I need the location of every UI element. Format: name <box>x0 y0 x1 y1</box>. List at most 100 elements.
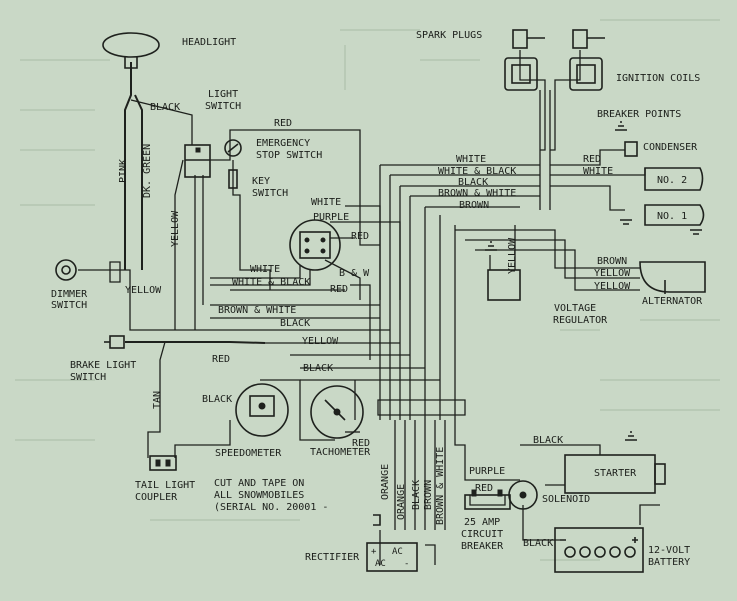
wire-yellow-ls: YELLOW <box>170 210 181 247</box>
wire-yellow-alt1: YELLOW <box>594 268 631 279</box>
points-no2 <box>644 167 704 191</box>
tachometer <box>310 385 364 439</box>
rectifier-ac-1: AC <box>392 547 403 557</box>
brake-light-switch <box>104 335 125 349</box>
cut-tape-note-1: CUT AND TAPE ON <box>214 478 304 489</box>
battery-label-2: BATTERY <box>648 557 690 568</box>
solenoid <box>508 480 538 510</box>
headlight-label: HEADLIGHT <box>182 37 236 48</box>
circuit-breaker <box>464 489 511 510</box>
wire-white-top: WHITE <box>456 154 486 165</box>
wire-white-bp: WHITE <box>583 166 613 177</box>
breaker-points <box>615 121 638 157</box>
rectifier-plus: + <box>371 547 377 557</box>
wire-brown-top: BROWN <box>459 200 489 211</box>
wire-purple-sol: PURPLE <box>469 466 505 477</box>
wire-white-black-lower: WHITE & BLACK <box>232 277 310 288</box>
ignition-coils-label: IGNITION COILS <box>616 73 700 84</box>
emergency-stop-switch <box>224 139 242 189</box>
circuit-breaker-label-2: CIRCUIT <box>461 529 503 540</box>
emergency-stop-label-1: EMERGENCY <box>256 138 310 149</box>
wire-dk-green: DK. GREEN <box>142 144 153 198</box>
circuit-breaker-label-1: 25 AMP <box>464 517 500 528</box>
wire-yellow-vr: YELLOW <box>507 237 518 274</box>
wire-pink: PINK <box>118 159 129 183</box>
dimmer-switch <box>55 259 77 281</box>
rectifier-label: RECTIFIER <box>305 552 360 563</box>
rectifier-ac-2: AC <box>375 559 386 569</box>
key-switch-label-2: SWITCH <box>252 188 288 199</box>
tail-light-coupler <box>149 455 177 471</box>
wire-labels: BLACK PINK DK. GREEN YELLOW YELLOW RED W… <box>118 102 631 549</box>
wire-black-starter: BLACK <box>533 435 563 446</box>
background-ghost-lines <box>15 19 720 561</box>
tail-light-label-2: COUPLER <box>135 492 178 503</box>
wire-yellow-alt2: YELLOW <box>594 281 631 292</box>
wire-white-lower: WHITE <box>250 264 280 275</box>
starter-label: STARTER <box>594 468 637 479</box>
starter <box>564 431 666 494</box>
wire-black-headlight: BLACK <box>150 102 180 113</box>
wire-red-cb: RED <box>475 483 493 494</box>
wire-orange-2: ORANGE <box>396 484 407 520</box>
tail-light-label-1: TAIL LIGHT <box>135 480 195 491</box>
spark-plugs <box>512 29 605 49</box>
wire-white-black-top: WHITE & BLACK <box>438 166 516 177</box>
voltage-regulator <box>485 241 521 301</box>
voltage-regulator-label-1: VOLTAGE <box>554 303 596 314</box>
dimmer-switch-label-1: DIMMER <box>51 289 88 300</box>
wire-tan: TAN <box>152 391 163 409</box>
voltage-regulator-label-2: REGULATOR <box>553 315 608 326</box>
rectifier-minus: - <box>404 559 409 569</box>
wire-yellow-dimmer: YELLOW <box>125 285 162 296</box>
alternator-label: ALTERNATOR <box>642 296 703 307</box>
wire-red-brake: RED <box>212 354 230 365</box>
key-switch-label-1: KEY <box>252 176 270 187</box>
no1-label: NO. 1 <box>657 211 687 222</box>
wire-brown-white-top: BROWN & WHITE <box>438 188 516 199</box>
wire-red-key: RED <box>351 231 369 242</box>
headlight <box>102 32 160 69</box>
breaker-points-label: BREAKER POINTS <box>597 109 681 120</box>
speedometer-label: SPEEDOMETER <box>215 448 282 459</box>
component-labels: HEADLIGHT LIGHT SWITCH EMERGENCY STOP SW… <box>51 30 703 569</box>
ignition-coils <box>504 57 603 91</box>
wire-red-bp: RED <box>583 154 601 165</box>
wire-black-batt: BLACK <box>523 538 553 549</box>
wire-brown-alt: BROWN <box>597 256 627 267</box>
wire-black-top: BLACK <box>458 177 488 188</box>
wire-black-mid: BLACK <box>280 318 310 329</box>
circuit-breaker-label-3: BREAKER <box>461 541 504 552</box>
light-switch <box>184 144 211 178</box>
emergency-stop-label-2: STOP SWITCH <box>256 150 322 161</box>
tachometer-label: TACHOMETER <box>310 447 371 458</box>
wire-red-mid: RED <box>330 284 348 295</box>
battery <box>554 527 644 573</box>
rectifier <box>366 514 418 572</box>
wire-white-key: WHITE <box>311 197 341 208</box>
battery-label-1: 12-VOLT <box>648 545 690 556</box>
wire-brown-rect: BROWN <box>423 480 434 510</box>
key-switch <box>289 219 341 271</box>
wire-red-top: RED <box>274 118 292 129</box>
light-switch-label-2: SWITCH <box>205 101 241 112</box>
dimmer-switch-label-2: SWITCH <box>51 300 87 311</box>
solenoid-label: SOLENOID <box>542 494 590 505</box>
wire-red-tach: RED <box>352 438 370 449</box>
wire-purple-key: PURPLE <box>313 212 349 223</box>
wire-orange-1: ORANGE <box>380 464 391 500</box>
brake-light-label-2: SWITCH <box>70 372 106 383</box>
wire-b-w: B & W <box>339 268 370 279</box>
wire-black-speedo: BLACK <box>202 394 232 405</box>
condenser-label: CONDENSER <box>643 142 698 153</box>
cut-tape-note-2: ALL SNOWMOBILES <box>214 490 304 501</box>
brake-light-label-1: BRAKE LIGHT <box>70 360 136 371</box>
wire-black-speedo-right: BLACK <box>303 363 333 374</box>
cut-tape-note-3: (SERIAL NO. 20001 - <box>214 502 328 513</box>
alternator <box>639 261 706 294</box>
no2-label: NO. 2 <box>657 175 687 186</box>
wire-black-rect: BLACK <box>411 480 422 510</box>
wire-brown-white-mid: BROWN & WHITE <box>218 305 296 316</box>
wire-yellow-mid: YELLOW <box>302 336 339 347</box>
